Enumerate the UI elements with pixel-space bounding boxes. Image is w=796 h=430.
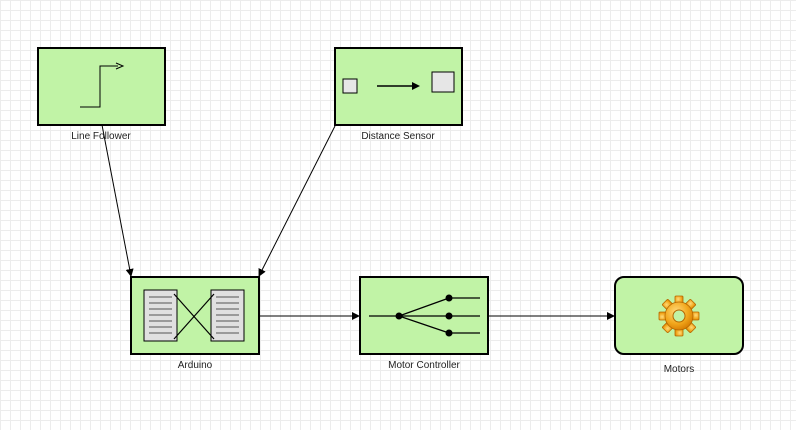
label-line-follower: Line Follower [71, 131, 131, 142]
label-distance-sensor: Distance Sensor [361, 131, 435, 142]
signal-transfer-icon [342, 71, 455, 94]
label-motors: Motors [663, 364, 695, 375]
edge-distance-sensor-to-arduino[interactable] [258, 125, 336, 277]
label-arduino: Arduino [177, 360, 213, 371]
edge-line-follower-to-arduino[interactable] [101, 124, 134, 277]
node-motor-controller[interactable] [359, 276, 489, 355]
label-motor-controller: Motor Controller [388, 360, 460, 371]
gear-icon [658, 295, 700, 337]
node-motors[interactable] [614, 276, 744, 355]
crossover-documents-icon [143, 289, 245, 342]
node-arduino[interactable] [130, 276, 260, 355]
step-signal-icon [80, 62, 125, 108]
node-line-follower[interactable] [37, 47, 166, 126]
node-distance-sensor[interactable] [334, 47, 463, 126]
fan-out-icon [369, 294, 480, 337]
